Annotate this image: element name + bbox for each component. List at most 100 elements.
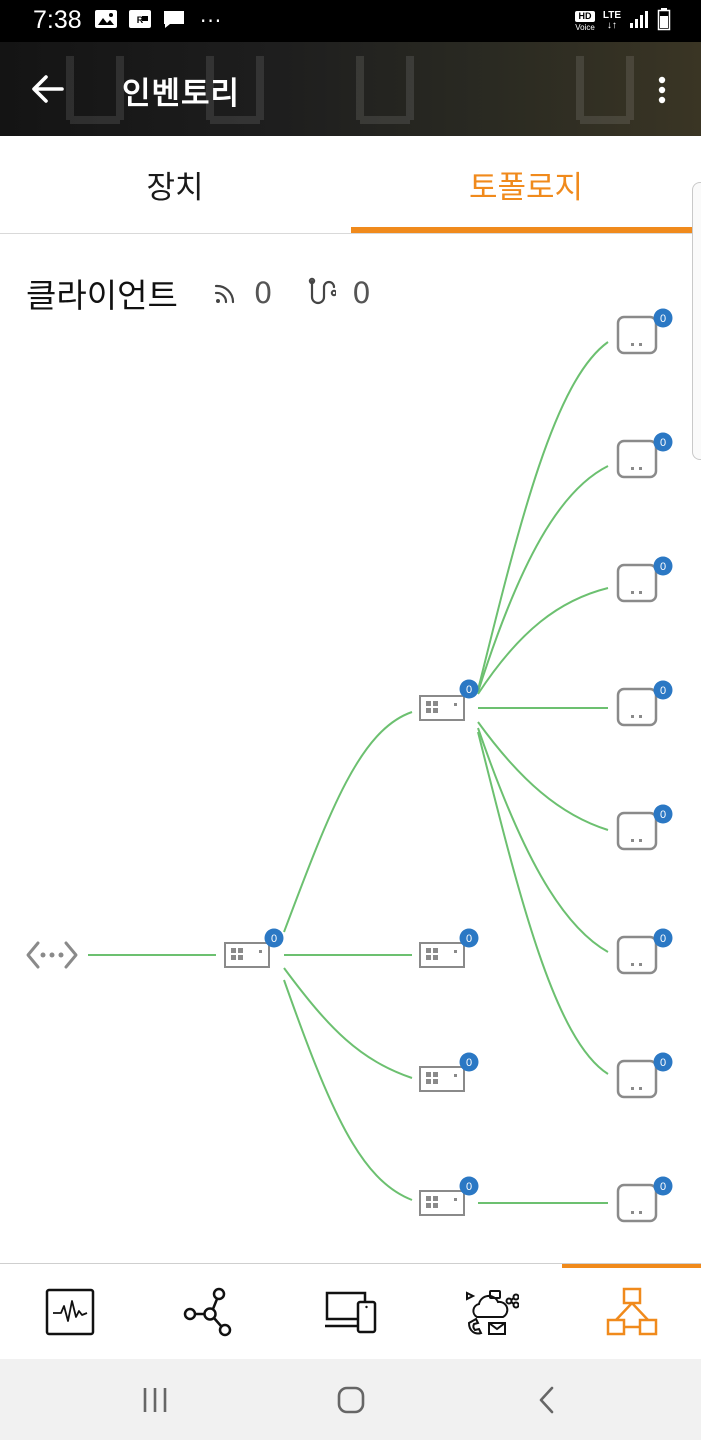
devices-icon (325, 1291, 377, 1334)
clients-summary: 클라이언트 0 0 (26, 268, 371, 318)
active-tab-indicator (351, 227, 701, 233)
recent-apps-button[interactable] (110, 1371, 200, 1429)
access-point-node-8[interactable]: 0 (616, 1176, 673, 1223)
access-point-icon (616, 563, 658, 603)
status-time: 7:38 (33, 6, 82, 34)
access-point-node-5[interactable]: 0 (616, 804, 673, 851)
link-switch-ap-5 (477, 721, 609, 831)
gateway-node[interactable] (26, 941, 78, 969)
nav-monitor[interactable] (0, 1264, 140, 1360)
nav-network[interactable] (140, 1264, 280, 1360)
wireless-icon (214, 284, 234, 304)
status-notification-icons: R ··· (94, 9, 222, 33)
switch-node-3[interactable]: 0 (419, 1052, 479, 1092)
tab-topology[interactable]: 토폴로지 (468, 170, 584, 206)
link-switch-ap-7 (477, 731, 609, 1075)
switch-icon (419, 1066, 465, 1092)
edge-panel-handle[interactable] (692, 182, 701, 460)
client-count-badge: 0 (466, 933, 472, 945)
client-count-badge: 0 (660, 685, 666, 697)
switch-icon (419, 1190, 465, 1216)
access-point-node-7[interactable]: 0 (616, 1052, 673, 1099)
switch-icon (419, 942, 465, 968)
client-count-badge: 0 (660, 561, 666, 573)
link-core-switch-3 (283, 967, 413, 1079)
network-nodes-icon (183, 1287, 232, 1337)
core-switch-node[interactable]: 0 (224, 928, 284, 968)
link-switch-ap-6 (477, 727, 609, 953)
app-header: 인벤토리 (0, 42, 701, 136)
wireless-clients-stat: 0 (212, 276, 272, 310)
switch-node-1[interactable]: 0 (419, 679, 479, 721)
system-navigation-bar (0, 1359, 701, 1440)
home-icon (337, 1386, 365, 1414)
nav-devices[interactable] (281, 1264, 421, 1360)
access-point-node-4[interactable]: 0 (616, 680, 673, 727)
hd-voice-icon: HD Voice (575, 10, 595, 32)
link-switch-ap-3 (477, 587, 609, 695)
nav-topology[interactable] (562, 1264, 701, 1360)
access-point-icon (616, 1059, 658, 1099)
access-point-icon (616, 687, 658, 727)
access-point-node-1[interactable]: 0 (616, 308, 673, 355)
status-bar: 7:38 R ··· HD Voice LTE ↓↑ (0, 0, 701, 42)
gallery-icon (94, 8, 118, 34)
header-background-pattern (66, 56, 634, 124)
cloud-clients-icon (466, 1290, 519, 1335)
client-count-badge: 0 (466, 1181, 472, 1193)
rcs-message-icon: R (128, 8, 152, 34)
access-point-node-6[interactable]: 0 (616, 928, 673, 975)
recent-apps-icon (143, 1388, 167, 1412)
tab-devices[interactable]: 장치 (146, 170, 204, 206)
switch-node-2[interactable]: 0 (419, 928, 479, 968)
client-count-badge: 0 (271, 933, 277, 945)
more-options-button[interactable] (647, 70, 677, 110)
wired-clients-stat: 0 (306, 276, 371, 310)
status-system-icons: HD Voice LTE ↓↑ (575, 8, 671, 34)
battery-icon (657, 7, 671, 35)
system-back-button[interactable] (502, 1371, 592, 1429)
link-switch-ap-1 (477, 341, 609, 691)
link-core-switch-1 (283, 711, 413, 933)
more-vertical-icon (658, 76, 666, 104)
topology-icon (606, 1287, 658, 1336)
client-count-badge: 0 (466, 1057, 472, 1069)
access-point-node-2[interactable]: 0 (616, 432, 673, 479)
chat-icon (162, 8, 186, 34)
client-count-badge: 0 (466, 684, 472, 696)
access-point-icon (616, 935, 658, 975)
svg-text:R: R (137, 15, 144, 25)
switch-node-4[interactable]: 0 (419, 1176, 479, 1216)
active-nav-indicator (562, 1264, 701, 1268)
link-switch-ap-2 (477, 465, 609, 693)
switch-icon (419, 695, 465, 721)
link-core-switch-4 (283, 979, 413, 1201)
signal-icon (629, 9, 649, 33)
back-button[interactable] (26, 68, 68, 110)
access-point-icon (616, 315, 658, 355)
home-button[interactable] (306, 1371, 396, 1429)
gateway-icon (26, 941, 78, 969)
client-count-badge: 0 (660, 437, 666, 449)
wired-cable-icon (309, 277, 337, 305)
access-point-icon (616, 811, 658, 851)
client-count-badge: 0 (660, 1181, 666, 1193)
access-point-node-3[interactable]: 0 (616, 556, 673, 603)
nav-clients[interactable] (421, 1264, 561, 1360)
client-count-badge: 0 (660, 313, 666, 325)
switch-icon (224, 942, 270, 968)
lte-icon: LTE ↓↑ (602, 10, 621, 31)
wired-clients-count: 0 (352, 276, 371, 310)
chevron-left-icon (539, 1386, 554, 1414)
monitor-pulse-icon (45, 1288, 95, 1336)
client-count-badge: 0 (660, 809, 666, 821)
clients-title: 클라이언트 (26, 276, 178, 315)
topology-links (88, 341, 609, 1204)
bottom-navigation (0, 1263, 701, 1359)
tab-bar: 장치 토폴로지 (0, 136, 701, 234)
client-count-badge: 0 (660, 933, 666, 945)
access-point-icon (616, 439, 658, 479)
more-notifications-icon: ··· (200, 9, 223, 33)
access-point-icon (616, 1183, 658, 1223)
